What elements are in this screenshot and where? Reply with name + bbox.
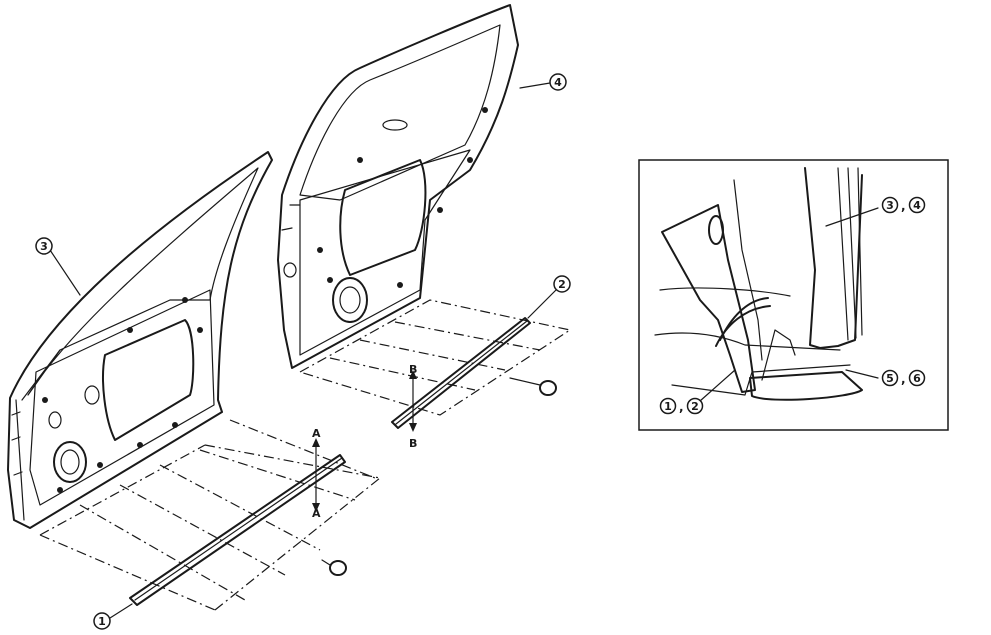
callout-1-number: 1: [98, 615, 106, 628]
section-b-arrow: B B: [409, 363, 417, 450]
section-a-arrow: A A: [312, 427, 321, 520]
rear-door-molding: [391, 317, 531, 429]
front-door-molding: [129, 454, 346, 606]
section-b-bottom-label: B: [409, 437, 417, 450]
inset-label-3: 3: [886, 199, 894, 212]
front-door: [7, 151, 273, 529]
callout-3: 3: [35, 237, 81, 296]
inset-label-5: 5: [886, 372, 894, 385]
inset-label-1: 1: [664, 400, 672, 413]
inset-label-34-sep: ,: [901, 199, 906, 213]
callout-1: 1: [93, 603, 133, 630]
rear-clip: [539, 380, 557, 396]
inset-label-2: 2: [691, 400, 699, 413]
callout-4: 4: [519, 73, 567, 91]
inset-label-1-2: 1 , 2: [659, 397, 704, 415]
inset-label-4: 4: [913, 199, 921, 212]
section-b-top-label: B: [409, 363, 417, 376]
section-a-bottom-label: A: [312, 507, 321, 520]
callout-2: 2: [527, 275, 571, 319]
front-clip: [329, 560, 347, 576]
callout-2-number: 2: [558, 278, 566, 291]
inset-label-56-sep: ,: [901, 372, 906, 386]
callout-4-number: 4: [554, 76, 562, 89]
front-molding-assembly: [39, 419, 381, 611]
inset-label-3-4: 3 , 4: [881, 196, 926, 214]
rear-molding-assembly: [298, 299, 572, 429]
inset-label-12-sep: ,: [679, 400, 684, 414]
rear-door: [277, 4, 519, 369]
inset-label-6: 6: [913, 372, 921, 385]
section-a-top-label: A: [312, 427, 321, 440]
inset-label-5-6: 5 , 6: [881, 369, 926, 387]
callout-3-number: 3: [40, 240, 48, 253]
